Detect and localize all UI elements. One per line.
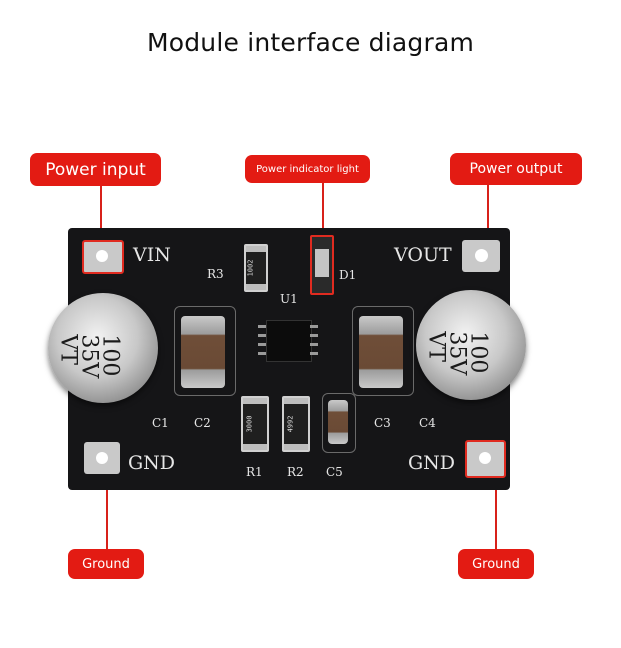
r1-label: R1: [246, 465, 263, 479]
vin-pad: [82, 240, 124, 274]
gnd-left-pad: [84, 442, 120, 474]
u1-pin: [310, 352, 318, 355]
u1-pin: [258, 334, 266, 337]
r1-code: 3000: [245, 415, 254, 433]
power-indicator-leader: [322, 183, 324, 233]
cap-right-line3: VT: [423, 331, 449, 362]
c5-outline: [322, 393, 356, 453]
gnd-right-hole: [479, 452, 491, 464]
u1-pin: [258, 343, 266, 346]
u1-pin: [258, 352, 266, 355]
power-input-callout: Power input: [30, 153, 161, 186]
r2-label: R2: [287, 465, 304, 479]
gnd-right-label: GND: [408, 452, 456, 474]
vin-label: VIN: [133, 244, 171, 266]
led-d1: [310, 235, 334, 295]
resistor-r1: 3000: [241, 396, 269, 452]
led-body: [315, 249, 329, 277]
u1-chip: [266, 320, 312, 362]
gnd-right-pad: [465, 440, 506, 478]
vout-label: VOUT: [394, 244, 452, 266]
vout-pad: [462, 240, 500, 272]
r3-label: R3: [207, 267, 224, 281]
c5-label: C5: [326, 465, 343, 479]
electrolytic-capacitor-left: 100 35V VT: [48, 293, 158, 403]
electrolytic-capacitor-right: 100 35V VT: [416, 290, 526, 400]
d1-label: D1: [339, 268, 357, 282]
u1-pin: [258, 325, 266, 328]
c3-outline: [352, 306, 414, 396]
cap-left-line3: VT: [55, 334, 81, 365]
pcb-board: VIN VOUT GND GND 100 35V VT 100 35V VT 1…: [48, 228, 526, 490]
vin-hole: [96, 250, 108, 262]
c1-label: C1: [152, 416, 169, 430]
power-input-leader: [100, 186, 102, 242]
cap-left-marking: 100 35V VT: [55, 334, 123, 378]
resistor-r3: 1002: [244, 244, 268, 292]
ground-left-callout: Ground: [68, 549, 144, 579]
c2-label: C2: [194, 416, 211, 430]
gnd-left-hole: [96, 452, 108, 464]
power-output-callout: Power output: [450, 153, 582, 185]
u1-label: U1: [280, 292, 298, 306]
ceramic-capacitor-c3: [359, 316, 403, 388]
power-output-leader: [487, 185, 489, 241]
c3-label: C3: [374, 416, 391, 430]
c4-label: C4: [419, 416, 436, 430]
u1-pin: [310, 325, 318, 328]
ground-left-leader: [106, 470, 108, 549]
vout-hole: [475, 249, 488, 262]
ground-right-leader: [495, 470, 497, 549]
r3-code: 1002: [246, 259, 255, 277]
c2-outline: [174, 306, 236, 396]
resistor-r2: 4992: [282, 396, 310, 452]
power-indicator-callout: Power indicator light: [245, 155, 370, 183]
u1-pin: [310, 334, 318, 337]
page-title: Module interface diagram: [146, 28, 475, 57]
gnd-left-label: GND: [128, 452, 176, 474]
ground-right-callout: Ground: [458, 549, 534, 579]
ceramic-capacitor-c2: [181, 316, 225, 388]
u1-pin: [310, 343, 318, 346]
r2-code: 4992: [286, 415, 295, 433]
ceramic-capacitor-c5: [328, 400, 348, 444]
cap-right-marking: 100 35V VT: [423, 331, 491, 375]
